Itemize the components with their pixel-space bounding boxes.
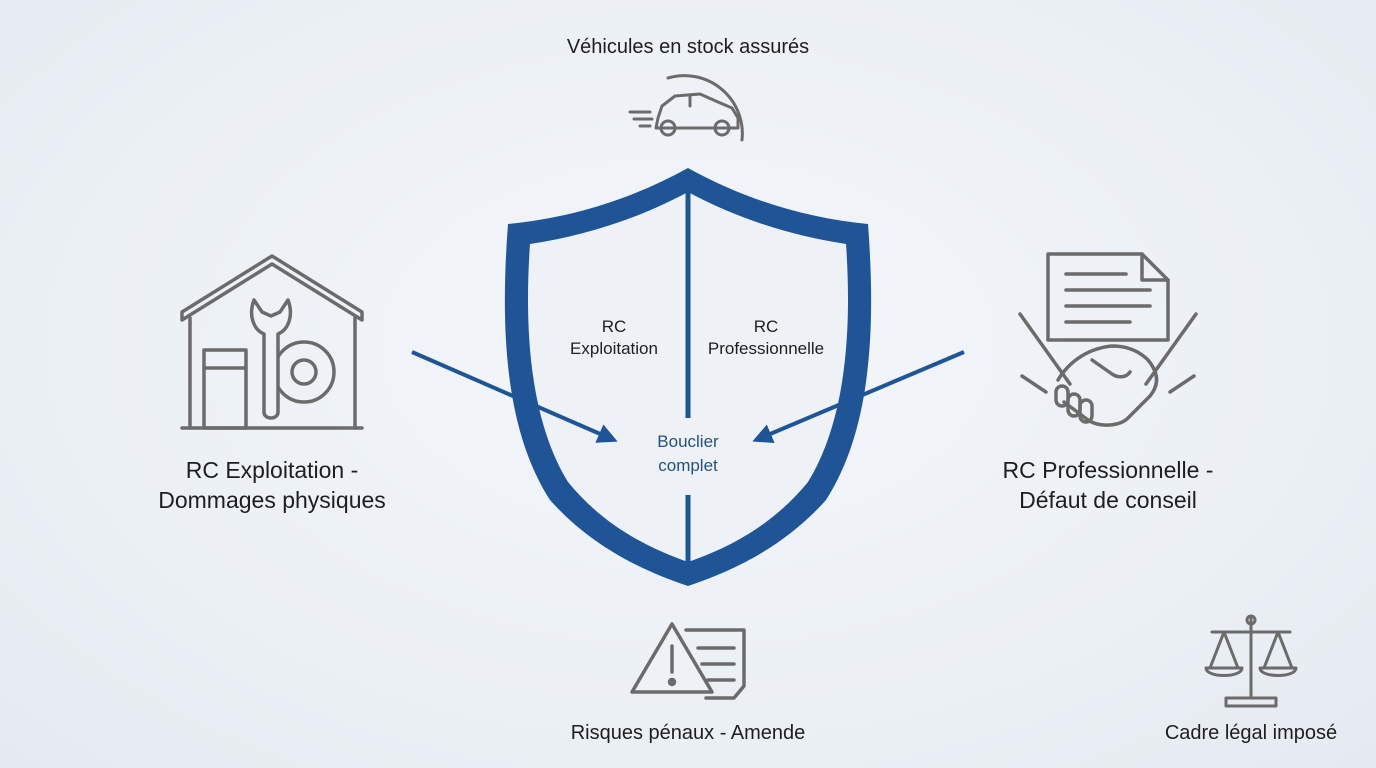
shield-right-line2: Professionnelle bbox=[707, 339, 825, 358]
scales-justice-icon bbox=[1204, 614, 1298, 708]
right-label-line1: RC Professionnelle - bbox=[1002, 457, 1214, 483]
shield-left-line2: Exploitation bbox=[570, 339, 658, 358]
warning-document-icon bbox=[630, 622, 746, 700]
contract-handshake-icon bbox=[1018, 252, 1198, 427]
right-label-line2: Défaut de conseil bbox=[1019, 487, 1197, 513]
arrow-right bbox=[752, 350, 965, 443]
shield bbox=[504, 168, 872, 586]
left-label: RC Exploitation - Dommages physiques bbox=[102, 455, 442, 515]
bottom-right-label: Cadre légal imposé bbox=[1164, 722, 1338, 744]
shield-center-line2: complet bbox=[658, 456, 718, 475]
top-label: Véhicules en stock assurés bbox=[566, 36, 810, 58]
shield-right-line1: RC bbox=[753, 317, 779, 336]
left-label-line1: RC Exploitation - bbox=[185, 457, 359, 483]
right-label: RC Professionnelle - Défaut de conseil bbox=[938, 455, 1278, 515]
bottom-label: Risques pénaux - Amende bbox=[570, 722, 806, 744]
car-speed-icon bbox=[628, 74, 744, 142]
garage-wrench-gear-icon bbox=[180, 254, 364, 430]
shield-left-text: RC Exploitation bbox=[554, 316, 674, 360]
shield-center-line1: Bouclier bbox=[657, 432, 719, 451]
arrow-left bbox=[411, 350, 618, 443]
left-label-line2: Dommages physiques bbox=[158, 487, 386, 513]
shield-right-text: RC Professionnelle bbox=[696, 316, 836, 360]
shield-center-text: Bouclier complet bbox=[628, 430, 748, 478]
shield-left-line1: RC bbox=[601, 317, 627, 336]
